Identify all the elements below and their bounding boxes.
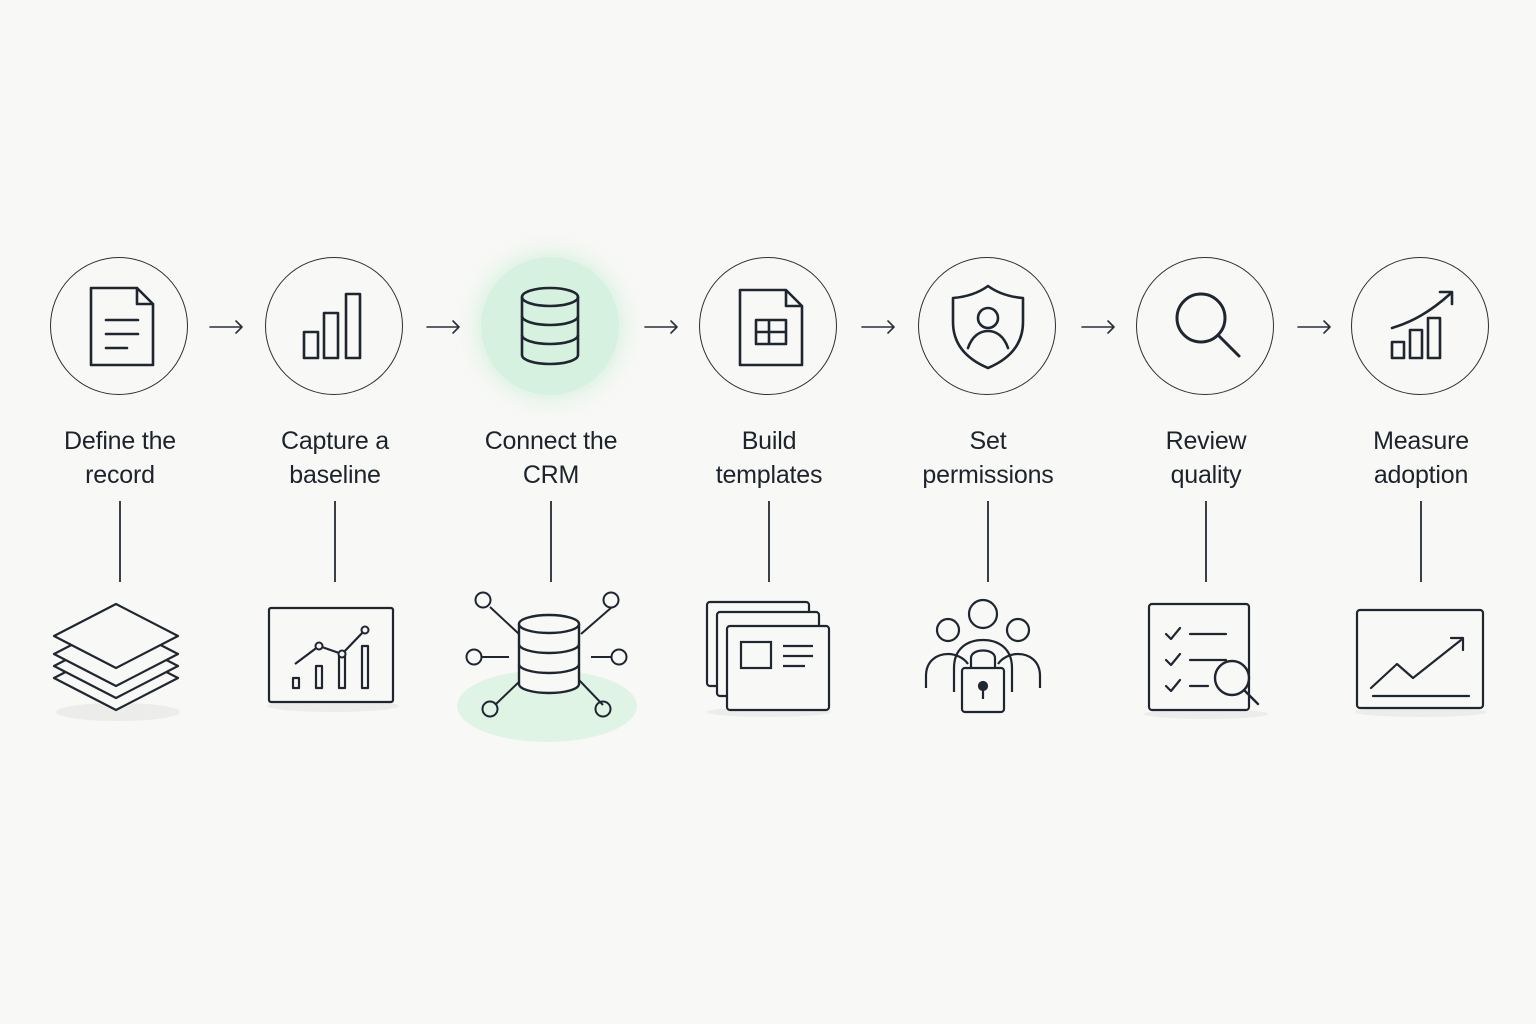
step-4-circle[interactable] bbox=[699, 257, 837, 395]
step-set-permissions: Set permissions bbox=[878, 0, 1098, 1024]
arrow-right-icon bbox=[426, 320, 460, 334]
layers-icon bbox=[52, 602, 180, 721]
step-6-label-line2: quality bbox=[1170, 461, 1242, 489]
step-5-label-line1: Set bbox=[969, 427, 1007, 455]
step-1-circle[interactable] bbox=[50, 257, 188, 395]
step-5-circle[interactable] bbox=[918, 257, 1056, 395]
step-3-label-line1: Connect the bbox=[484, 427, 618, 455]
step-3-label: Connect the CRM bbox=[441, 424, 661, 492]
arrow-right-icon bbox=[861, 320, 895, 334]
stacked-templates-icon bbox=[705, 600, 831, 717]
step-1-label-line2: record bbox=[85, 461, 155, 489]
trend-board-icon bbox=[1355, 608, 1487, 717]
step-2-label-line1: Capture a bbox=[281, 427, 389, 455]
arrow-right-icon bbox=[1297, 320, 1331, 334]
step-7-label-line2: adoption bbox=[1373, 461, 1469, 489]
step-2-label-line2: baseline bbox=[289, 461, 381, 489]
step-measure-adoption: Measure adoption bbox=[1311, 0, 1531, 1024]
magnifier-icon bbox=[1175, 292, 1241, 358]
step-7-label: Measure adoption bbox=[1311, 424, 1531, 492]
template-document-icon bbox=[738, 288, 804, 367]
step-1-connector bbox=[119, 501, 121, 582]
step-connect-the-crm: Connect the CRM bbox=[441, 0, 661, 1024]
shield-user-icon bbox=[951, 284, 1025, 370]
database-icon bbox=[520, 286, 580, 366]
step-7-circle[interactable] bbox=[1351, 257, 1489, 395]
step-1-label-line1: Define the bbox=[64, 427, 176, 455]
step-3-circle[interactable] bbox=[481, 257, 619, 395]
step-5-label: Set permissions bbox=[878, 424, 1098, 492]
step-review-quality: Review quality bbox=[1096, 0, 1316, 1024]
step-6-label-line1: Review bbox=[1165, 427, 1247, 455]
step-7-connector bbox=[1420, 501, 1422, 582]
arrow-right-icon bbox=[1081, 320, 1115, 334]
step-6-label: Review quality bbox=[1096, 424, 1316, 492]
checklist-search-icon bbox=[1144, 602, 1268, 719]
step-4-label: Build templates bbox=[659, 424, 879, 492]
step-4-label-line2: templates bbox=[715, 461, 823, 489]
document-icon bbox=[89, 286, 155, 367]
chart-board-icon bbox=[267, 606, 399, 712]
step-2-connector bbox=[334, 501, 336, 582]
step-6-connector bbox=[1205, 501, 1207, 582]
bar-chart-icon bbox=[302, 292, 362, 360]
team-lock-icon bbox=[924, 598, 1042, 714]
step-capture-a-baseline: Capture a baseline bbox=[225, 0, 445, 1024]
step-7-label-line1: Measure bbox=[1373, 427, 1469, 455]
arrow-right-icon bbox=[209, 320, 243, 334]
database-network-icon bbox=[457, 591, 637, 742]
step-define-the-record: Define the record bbox=[10, 0, 230, 1024]
step-4-connector bbox=[768, 501, 770, 582]
step-build-templates: Build templates bbox=[659, 0, 879, 1024]
growth-chart-icon bbox=[1390, 290, 1454, 360]
step-3-label-line2: CRM bbox=[522, 461, 580, 489]
step-6-circle[interactable] bbox=[1136, 257, 1274, 395]
step-2-circle[interactable] bbox=[265, 257, 403, 395]
step-1-label: Define the record bbox=[10, 424, 230, 492]
step-2-label: Capture a baseline bbox=[225, 424, 445, 492]
step-5-connector bbox=[987, 501, 989, 582]
step-5-label-line2: permissions bbox=[922, 461, 1054, 489]
step-3-connector bbox=[550, 501, 552, 582]
step-4-label-line1: Build bbox=[741, 427, 797, 455]
arrow-right-icon bbox=[644, 320, 678, 334]
